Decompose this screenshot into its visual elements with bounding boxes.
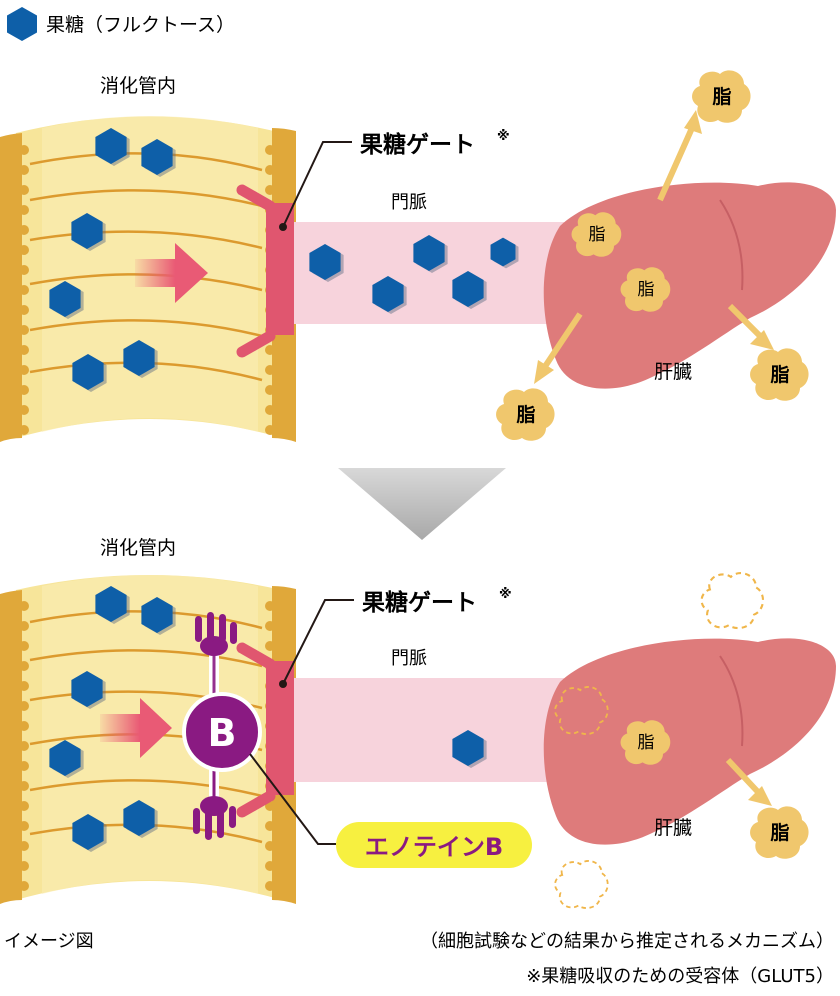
fat-droplets: 脂 脂 (620, 720, 809, 859)
gate-footnote-mark: ※ (497, 129, 510, 144)
fructose-gate (236, 141, 352, 358)
svg-text:脂: 脂 (589, 225, 606, 245)
fructose-gate (236, 599, 354, 818)
absorption-arrow (135, 243, 208, 303)
fat-blob-icon: 脂 (750, 806, 809, 859)
enothein-b-label: エノテインB (336, 822, 532, 868)
blocker-letter: B (208, 711, 237, 755)
liver-label: 肝臓 (654, 817, 692, 839)
intestine-label: 消化管内 (100, 537, 176, 559)
fat-arrows (534, 110, 774, 384)
fat-blob-icon: 脂 (692, 70, 751, 123)
blocker-name: エノテインB (365, 833, 503, 861)
svg-text:脂: 脂 (770, 822, 789, 844)
mechanism-note: （細胞試験などの結果から推定されるメカニズム） (420, 931, 834, 952)
fat-droplets: 脂 脂 脂 脂 脂 (496, 70, 809, 441)
svg-text:脂: 脂 (770, 364, 789, 386)
blocker-claw-icon (193, 796, 236, 840)
fat-arrows (725, 757, 772, 806)
svg-text:脂: 脂 (638, 280, 655, 300)
image-note: イメージ図 (4, 931, 94, 952)
svg-text:脂: 脂 (712, 86, 731, 108)
fat-blob-icon: 脂 (496, 388, 555, 441)
fat-blob-icon: 脂 (620, 267, 671, 312)
top-panel: 消化管内 (0, 70, 836, 442)
svg-text:脂: 脂 (638, 733, 655, 753)
enothein-b-blocker: B (182, 612, 336, 845)
gate-footnote-mark: ※ (499, 587, 512, 602)
gate-label: 果糖ゲート (362, 589, 477, 616)
liver (543, 638, 836, 845)
legend: 果糖（フルクトース） (7, 7, 235, 41)
intestine-label: 消化管内 (100, 75, 176, 97)
blocker-claw-icon (195, 612, 237, 656)
fat-blob-icon: 脂 (571, 212, 622, 257)
fat-blob-icon: 脂 (750, 348, 809, 401)
bottom-panel: 消化管内 (0, 537, 836, 909)
portal-vein (294, 678, 564, 782)
liver-label: 肝臓 (654, 361, 692, 383)
legend-label: 果糖（フルクトース） (46, 14, 235, 36)
absorption-arrow (100, 698, 172, 758)
transition-arrow-icon (338, 468, 506, 540)
gate-label: 果糖ゲート (360, 131, 475, 158)
fructose-hex-icon (7, 7, 37, 41)
receptor-footnote: ※果糖吸収のための受容体（GLUT5） (526, 966, 834, 987)
svg-text:脂: 脂 (516, 404, 535, 426)
fat-blob-icon: 脂 (620, 720, 671, 765)
portal-vein-label: 門脈 (391, 648, 427, 669)
portal-vein-label: 門脈 (391, 192, 427, 213)
